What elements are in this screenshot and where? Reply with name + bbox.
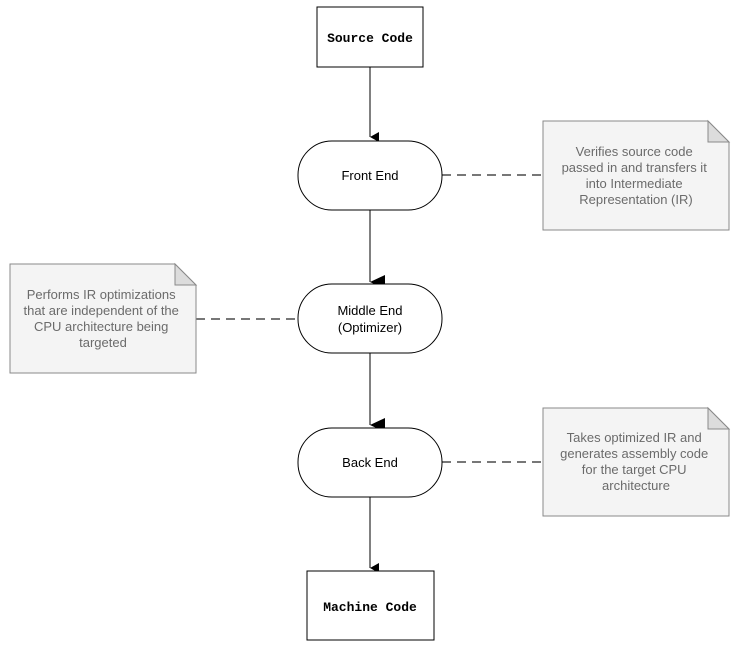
note-back-line: for the target CPU <box>582 462 687 477</box>
source-code-node: Source Code <box>316 6 424 68</box>
front-end-node: Front End <box>297 140 443 211</box>
note-front-line: passed in and transfers it <box>562 160 708 175</box>
note-back-end: Takes optimized IR and generates assembl… <box>542 406 731 517</box>
svg-text:Performs IR optimizations: Performs IR optimizations that are indep… <box>23 287 182 350</box>
svg-text:Takes optimized IR and g: Takes optimized IR and generates assembl… <box>560 430 712 493</box>
machine-code-label: Machine Code <box>323 600 417 615</box>
middle-end-sublabel: (Optimizer) <box>338 320 402 335</box>
note-middle-line: CPU architecture being <box>34 319 168 334</box>
source-code-label: Source Code <box>327 31 413 46</box>
note-back-line: architecture <box>602 478 670 493</box>
back-end-label: Back End <box>342 455 398 470</box>
note-front-end: Verifies source code passed in and trans… <box>542 119 731 231</box>
note-middle-end: Performs IR optimizations that are indep… <box>9 262 198 374</box>
svg-text:Verifies source code pas: Verifies source code passed in and trans… <box>562 144 711 207</box>
note-front-line: into Intermediate <box>586 176 683 191</box>
middle-end-node: Middle End (Optimizer) <box>297 283 443 354</box>
machine-code-node: Machine Code <box>306 570 435 641</box>
note-middle-line: that are independent of the <box>23 303 178 318</box>
note-middle-line: targeted <box>79 335 127 350</box>
note-middle-line: Performs IR optimizations <box>27 287 176 302</box>
front-end-label: Front End <box>341 168 398 183</box>
middle-end-label: Middle End <box>337 303 402 318</box>
note-back-line: generates assembly code <box>560 446 708 461</box>
note-back-line: Takes optimized IR and <box>567 430 702 445</box>
back-end-node: Back End <box>297 427 443 498</box>
note-front-line: Representation (IR) <box>579 192 692 207</box>
note-front-line: Verifies source code <box>576 144 693 159</box>
